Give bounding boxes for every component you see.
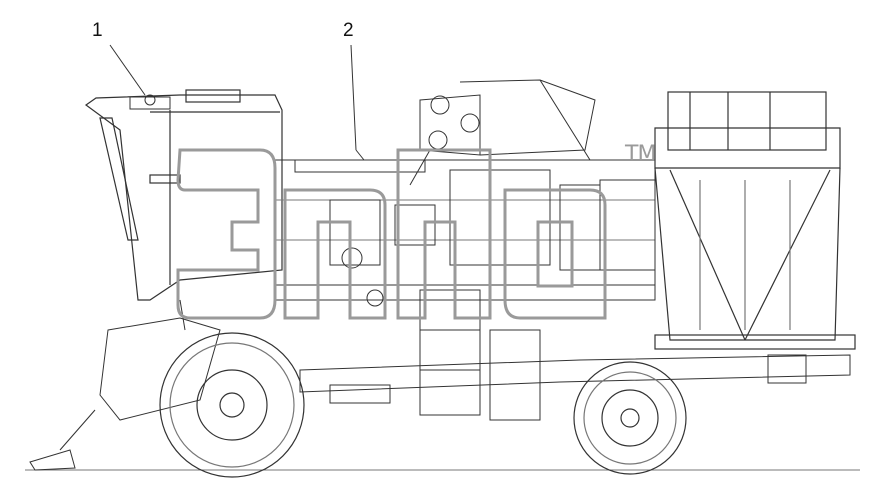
part-1-roof-unit	[129, 94, 171, 110]
cab	[84, 89, 283, 301]
engine-compartment	[274, 159, 656, 307]
leader-line-1	[109, 44, 146, 96]
callout-label-2: 2	[343, 20, 354, 41]
rear-hopper	[654, 91, 856, 350]
leader-line-2	[350, 44, 357, 151]
rear-wheel	[573, 361, 687, 475]
front-header	[29, 299, 221, 471]
watermark-trademark: TM	[625, 142, 656, 167]
part-2-target	[355, 149, 365, 161]
watermark-logo	[176, 148, 607, 320]
belt-elevator	[409, 79, 596, 186]
callout-label-1: 1	[92, 20, 103, 41]
front-wheel	[159, 332, 305, 478]
lower-frame	[299, 289, 851, 421]
